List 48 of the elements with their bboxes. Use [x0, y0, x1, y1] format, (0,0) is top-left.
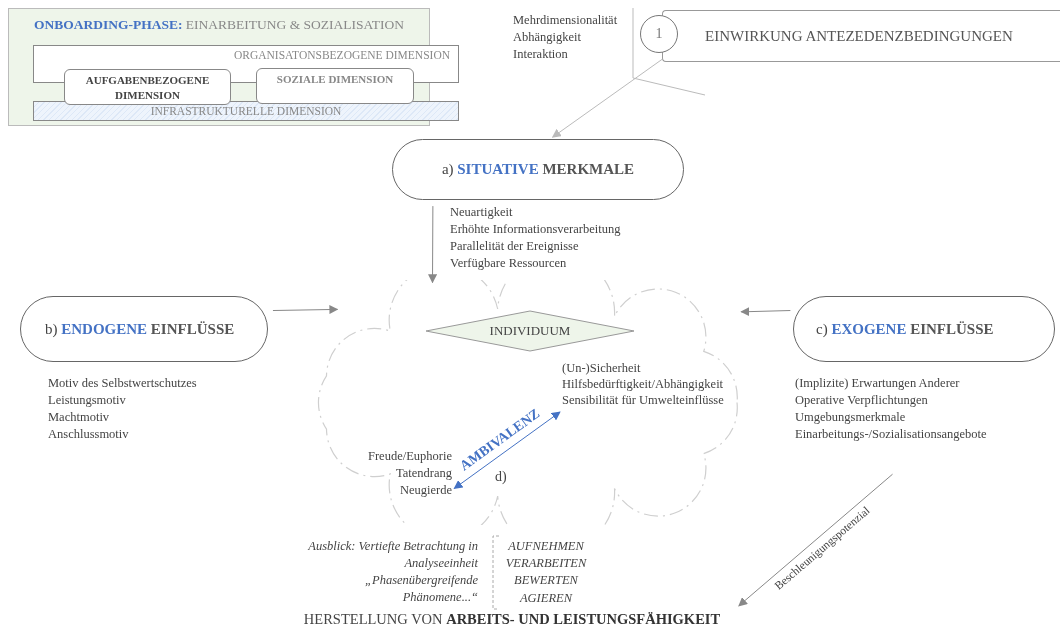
note-text: VERARBEITEN	[504, 555, 588, 572]
decision-diamond	[425, 310, 635, 352]
node-label: EINWIRKUNG ANTEZEDENZBEDINGUNGEN	[705, 27, 1014, 46]
list-text: Parallelität der Ereignisse	[450, 239, 579, 254]
node-label: Sensibilität für Umwelteinflüsse	[562, 392, 724, 408]
list-text: Anschlussmotiv	[48, 427, 129, 442]
node-label: 1	[655, 26, 663, 41]
list-text: Umgebungsmerkmale	[795, 410, 906, 425]
node-label: HERSTELLUNG VON ARBEITS- UND LEISTUNGSFÄHIGKEIT	[303, 611, 721, 627]
list-text: Verfügbare Ressourcen	[450, 256, 567, 271]
node-label: INDIVIDUUM	[488, 322, 572, 340]
node-label: Hilfsbedürftigkeit/Abhängigkeit	[562, 376, 724, 392]
arrow	[551, 58, 663, 138]
number-circle	[640, 15, 678, 53]
node-label: SOZIALE DIMENSION	[276, 73, 394, 85]
node-label: c) EXOGENE EINFLÜSSE	[816, 320, 995, 339]
dimension-card	[64, 69, 231, 105]
note-text: Ausblick: Vertiefte Betrachtung in Analyseeinheit „Phasenübergreifende Phänomene...“	[307, 538, 478, 606]
list-text: Einarbeitungs-/Sozialisationsangebote	[795, 427, 987, 442]
arrow	[740, 307, 791, 317]
node-label: AUFGABENBEZOGENE DIMENSION	[85, 74, 210, 101]
list-text: Operative Verpflichtungen	[795, 393, 928, 408]
node-label: b) ENDOGENE EINFLÜSSE	[45, 320, 236, 339]
arrow	[428, 205, 438, 284]
arrow	[738, 473, 894, 607]
list-text: Motiv des Selbstwertschutzes	[48, 376, 197, 391]
arrow	[272, 305, 339, 315]
list-text: Neuartigkeit	[450, 205, 513, 220]
note-text: Mehrdimensionalität	[513, 12, 618, 29]
node-label: ONBOARDING-PHASE: EINARBEITUNG & SOZIALISATION	[33, 17, 405, 32]
list-text: Machtmotiv	[48, 410, 110, 425]
node-label: Tatendrang	[395, 465, 452, 482]
list-text: (Implizite) Erwartungen Anderer	[795, 376, 960, 391]
node-label: a) SITUATIVE MERKMALE	[440, 160, 636, 179]
node-label: Neugierde	[399, 482, 452, 499]
dimension-card	[256, 68, 414, 104]
list-text: Leistungsmotiv	[48, 393, 126, 408]
node-label: ORGANISATONSBEZOGENE DIMENSION	[233, 49, 450, 61]
note-text: Abhängigkeit	[513, 29, 582, 46]
note-text: BEWERTEN	[513, 572, 579, 589]
node-label: (Un-)Sicherheit	[562, 360, 641, 376]
node-label: Freude/Euphorie	[368, 448, 452, 465]
note-text: AUFNEHMEN	[507, 538, 585, 555]
list-text: Erhöhte Informationsverarbeitung	[450, 222, 621, 237]
arrow	[453, 411, 561, 490]
note-text: Interaktion	[513, 46, 568, 63]
note-text: AGIEREN	[518, 590, 574, 607]
node-label: INFRASTRUKTURELLE DIMENSION	[150, 105, 342, 117]
